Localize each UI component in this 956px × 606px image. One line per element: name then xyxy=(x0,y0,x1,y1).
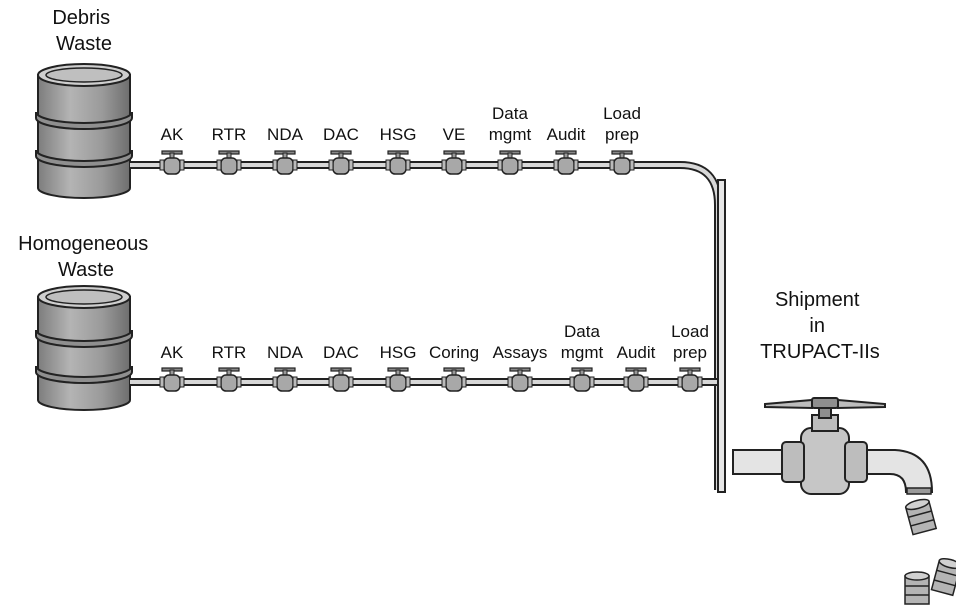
valve-icon xyxy=(623,367,649,392)
valve-icon xyxy=(507,367,533,392)
homogeneous-step-label: Coring xyxy=(429,343,479,362)
valve-icon xyxy=(272,367,298,392)
homogeneous-step-label: RTR xyxy=(212,343,247,362)
homogeneous-step-label: AK xyxy=(161,343,184,362)
valve-icon xyxy=(553,150,579,175)
debris-step-label: DAC xyxy=(323,125,359,144)
homogeneous-drum xyxy=(35,285,133,411)
valve-icon xyxy=(159,150,185,175)
debris-step-label: RTR xyxy=(212,125,247,144)
valve-icon xyxy=(328,367,354,392)
valve-icon xyxy=(609,150,635,175)
valve-icon xyxy=(272,150,298,175)
falling-drum-2-icon xyxy=(930,557,956,597)
valve-icon xyxy=(216,367,242,392)
debris-step-label: AK xyxy=(161,125,184,144)
faucet-icon xyxy=(732,397,934,495)
valve-icon xyxy=(328,150,354,175)
debris-step-label: Audit xyxy=(547,125,586,144)
homogeneous-step-label: NDA xyxy=(267,343,304,362)
valve-icon xyxy=(497,150,523,175)
valve-icon xyxy=(216,150,242,175)
homogeneous-title: Homogeneous Waste xyxy=(18,233,154,281)
valve-icon xyxy=(441,367,467,392)
homogeneous-step-label: Assays xyxy=(493,343,548,362)
valve-icon xyxy=(441,150,467,175)
falling-drum-1-icon xyxy=(904,498,938,536)
valve-icon xyxy=(385,367,411,392)
falling-drum-3-icon xyxy=(904,571,930,605)
debris-drum xyxy=(35,63,133,199)
main-trunk-pipe xyxy=(717,179,726,493)
valve-icon xyxy=(677,367,703,392)
homogeneous-step-label: Audit xyxy=(617,343,656,362)
debris-step-label: HSG xyxy=(380,125,417,144)
debris-step-label: VE xyxy=(443,125,466,144)
shipment-title: Shipment in TRUPACT-IIs xyxy=(760,289,880,363)
valve-icon xyxy=(385,150,411,175)
homogeneous-step-label: DAC xyxy=(323,343,359,362)
valve-icon xyxy=(569,367,595,392)
debris-title: Debris Waste xyxy=(52,7,115,55)
debris-pipe xyxy=(130,161,722,490)
homogeneous-step-label: HSG xyxy=(380,343,417,362)
valve-icon xyxy=(159,367,185,392)
debris-step-label: NDA xyxy=(267,125,304,144)
